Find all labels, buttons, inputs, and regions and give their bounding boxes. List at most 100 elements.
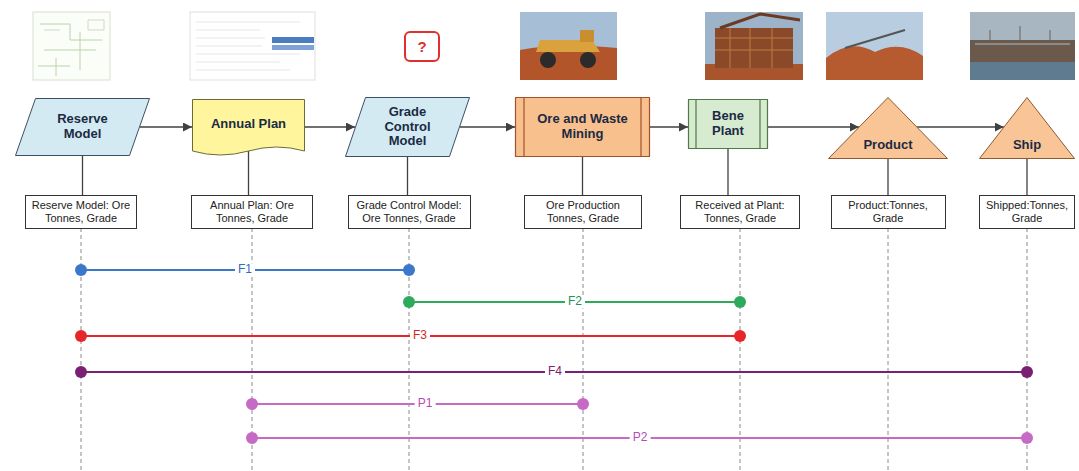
text-wrap: Grade Control Model (367, 105, 448, 150)
span-dot (577, 398, 589, 410)
connector-line (1026, 159, 1027, 195)
flow-arrow (650, 126, 688, 127)
span-dot (1021, 432, 1033, 444)
mining-photo (520, 12, 617, 80)
data-parallelogram-outline (16, 99, 150, 156)
span-dot (403, 264, 415, 276)
value-text: Received at Plant: Tonnes, Grade (685, 199, 795, 225)
span-label: F3 (410, 329, 430, 342)
mining-truck (580, 30, 594, 42)
guide-line (888, 200, 889, 471)
node-label: ? (417, 38, 426, 55)
text-wrap: Received at Plant: Tonnes, Grade (685, 199, 795, 225)
value-text: Grade Control Model: Ore Tonnes, Grade (353, 199, 466, 225)
text-wrap: Grade Control Model: Ore Tonnes, Grade (353, 199, 466, 225)
process-box-outline (516, 98, 650, 157)
node-label: Product (863, 138, 912, 153)
stacker-boom (845, 30, 905, 48)
plant-photo (705, 12, 803, 80)
text-wrap: ? (417, 38, 426, 55)
node-label: Bene Plant (699, 109, 757, 139)
value-box: Product:Tonnes, Grade (831, 195, 946, 229)
plant-structure-frame (715, 28, 793, 68)
value-text: Shipped:Tonnes, Grade (984, 199, 1070, 225)
data-parallelogram-outline (346, 98, 470, 157)
node-label: Ore and Waste Mining (528, 112, 637, 142)
model-screenshot-lines (38, 24, 102, 76)
span-dot (734, 330, 746, 342)
value-box: Ore Production Tonnes, Grade (524, 195, 642, 229)
node-label: Annual Plan (211, 117, 286, 132)
text-wrap: Bene Plant (699, 109, 757, 139)
span-dot (403, 296, 415, 308)
node-label: Reserve Model (39, 112, 126, 142)
span-dot (246, 432, 258, 444)
span-label: P2 (630, 431, 651, 444)
connector-line (582, 157, 583, 195)
value-text: Ore Production Tonnes, Grade (529, 199, 637, 225)
value-text: Reserve Model: Ore Tonnes, Grade (30, 199, 132, 225)
value-text: Annual Plan: Ore Tonnes, Grade (196, 199, 308, 225)
triangle-node-outline (980, 98, 1075, 159)
span-label: F1 (235, 263, 255, 276)
value-box: Grade Control Model: Ore Tonnes, Grade (348, 195, 471, 229)
plan-screenshot-bar (272, 37, 314, 43)
triangle-node-outline (829, 98, 948, 159)
value-box: Received at Plant: Tonnes, Grade (680, 195, 800, 229)
text-wrap: Reserve Model: Ore Tonnes, Grade (30, 199, 132, 225)
span-label: P1 (415, 397, 436, 410)
connector-line (727, 149, 728, 195)
question-box: ? (404, 31, 440, 62)
plant-conveyor (720, 14, 800, 28)
text-wrap: Reserve Model (39, 112, 126, 142)
model-screenshot-lines (44, 20, 104, 30)
value-box: Reserve Model: Ore Tonnes, Grade (25, 195, 137, 229)
connector-line (887, 159, 888, 195)
ship-loader (975, 26, 1070, 44)
mining-truck-wheel (580, 52, 596, 68)
text-wrap: Shipped:Tonnes, Grade (984, 199, 1070, 225)
ship-photo-water (970, 60, 1075, 80)
process-box: Bene Plant (688, 99, 768, 149)
node-label: Grade Control Model (367, 105, 448, 150)
span-dot (1021, 366, 1033, 378)
span-label: F4 (545, 365, 565, 378)
flow-arrow (917, 126, 1004, 127)
plant-structure (715, 28, 793, 68)
data-parallelogram: Grade Control Model (345, 97, 470, 157)
guide-line (1027, 200, 1028, 471)
text-wrap: Ore and Waste Mining (528, 112, 637, 142)
flow-arrow (768, 126, 859, 127)
span-label: F2 (565, 295, 585, 308)
triangle-node: Ship (979, 97, 1075, 159)
text-wrap: Product:Tonnes, Grade (836, 199, 941, 225)
guide-lines (81, 200, 1027, 471)
value-box: Shipped:Tonnes, Grade (979, 195, 1075, 229)
model-screenshot (33, 12, 110, 80)
span-lines (75, 264, 1033, 444)
question-box-outline (405, 32, 439, 61)
process-box-outline (689, 100, 768, 149)
document-shape-outline (193, 100, 305, 156)
stockpile-mound (826, 46, 923, 80)
value-text: Product:Tonnes, Grade (836, 199, 941, 225)
process-box: Ore and Waste Mining (515, 97, 650, 157)
connector-line (248, 151, 249, 195)
node-label: Ship (1013, 138, 1041, 153)
text-wrap: Ship (1013, 138, 1041, 153)
value-box: Annual Plan: Ore Tonnes, Grade (191, 195, 313, 229)
data-parallelogram: Reserve Model (15, 98, 150, 156)
process-side-bars (696, 100, 760, 149)
span-dot (75, 330, 87, 342)
stockpile-photo (826, 12, 923, 80)
process-side-bars (524, 98, 641, 157)
flow-arrow (140, 126, 192, 127)
text-wrap: Product (863, 138, 912, 153)
flow-arrow (305, 126, 355, 127)
ship-photo (970, 12, 1075, 80)
plan-screenshot-bar (272, 45, 314, 50)
